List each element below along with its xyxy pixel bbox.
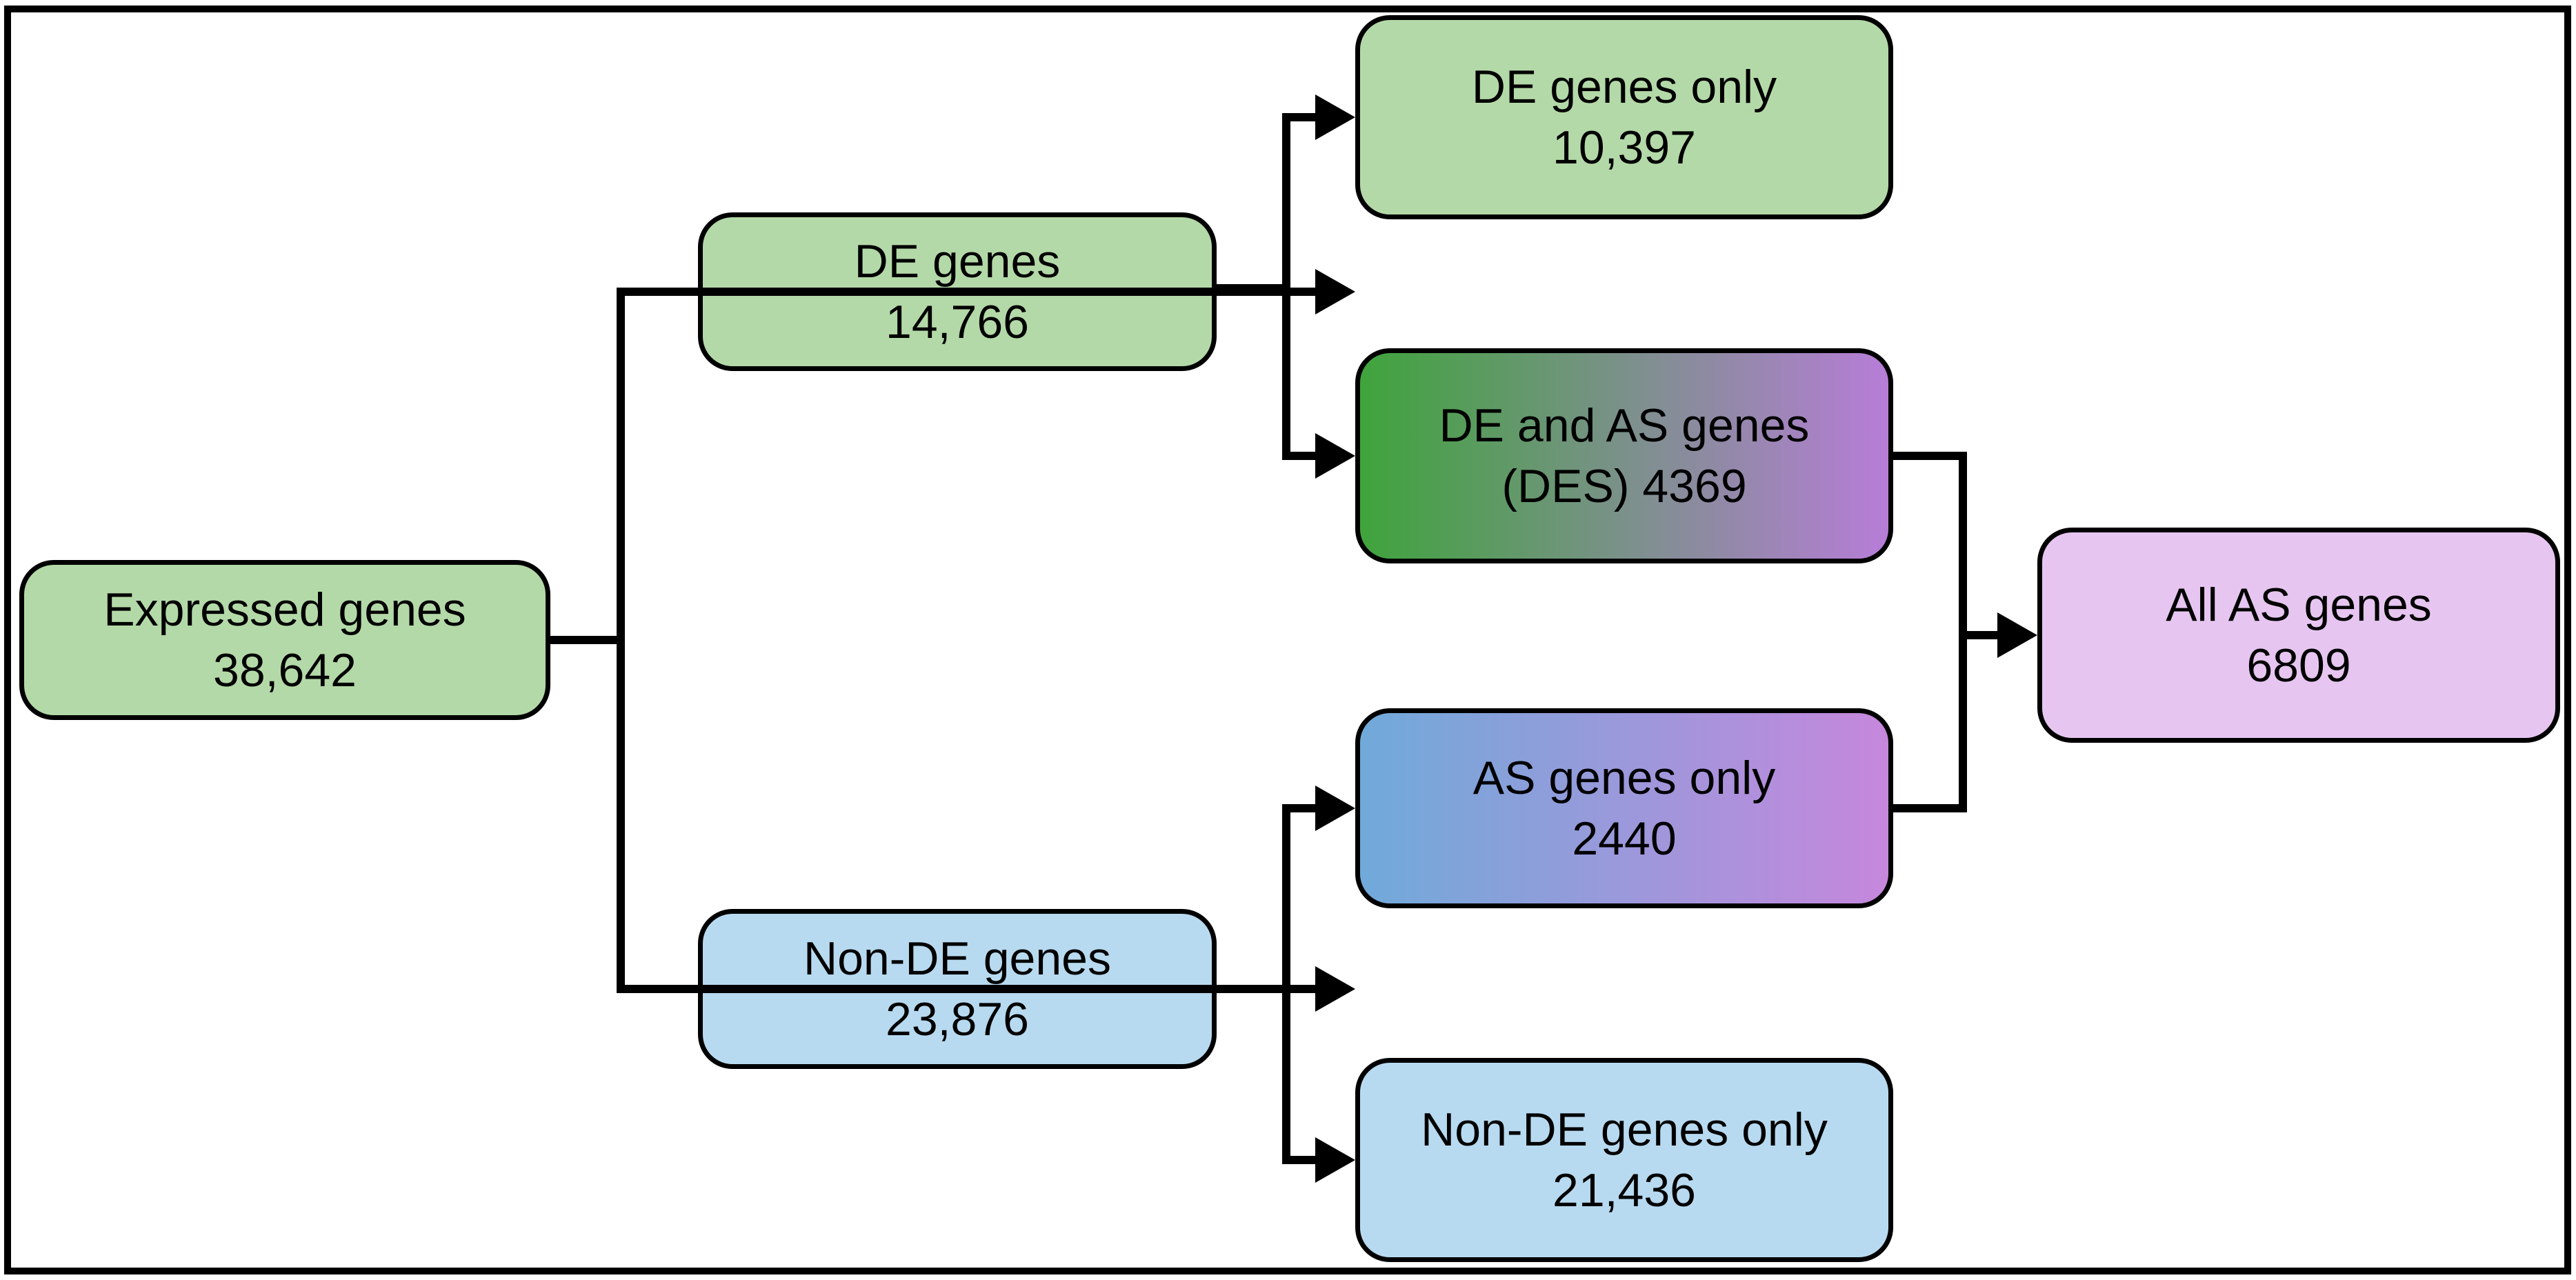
node-label: DE genes	[854, 235, 1061, 288]
edge-nonde-split-vertical	[1282, 804, 1290, 1164]
edge-nonde-to-nondeonly-line	[1282, 1156, 1317, 1164]
node-label: Expressed genes	[103, 583, 466, 636]
node-count: (DES) 4369	[1501, 460, 1747, 512]
diagram-border	[4, 6, 2571, 1274]
edge-expressed-to-nonde-line	[617, 985, 1317, 993]
node-count: 2440	[1572, 812, 1677, 865]
edge-nonde-trunk	[1217, 985, 1290, 993]
edge-nonde-to-asonly-line	[1282, 804, 1317, 812]
edge-merge-to-allas-line	[1959, 631, 1999, 639]
arrow-head-to-non-de-genes-only	[1315, 1137, 1355, 1183]
node-label: AS genes only	[1472, 752, 1776, 804]
node-count: 23,876	[886, 993, 1029, 1046]
node-de-and-as-genes: DE and AS genes (DES) 4369	[1355, 348, 1893, 563]
edge-expressed-trunk	[550, 636, 621, 644]
arrow-head-to-as-genes-only	[1315, 786, 1355, 831]
edge-asonly-to-merge-line	[1893, 804, 1967, 812]
edge-de-to-deonly-line	[1282, 113, 1317, 121]
node-expressed-genes: Expressed genes 38,642	[19, 560, 550, 720]
node-all-as-genes: All AS genes 6809	[2037, 528, 2560, 743]
node-label: DE and AS genes	[1439, 399, 1810, 452]
edge-des-to-merge-line	[1893, 452, 1967, 460]
arrow-head-to-all-as-genes	[1997, 612, 2037, 658]
edge-de-to-des-line	[1282, 452, 1317, 460]
node-de-genes-only: DE genes only 10,397	[1355, 15, 1893, 219]
edge-expressed-split-vertical	[617, 288, 625, 993]
node-count: 38,642	[213, 644, 357, 697]
arrow-head-to-de-and-as-genes	[1315, 433, 1355, 479]
node-count: 21,436	[1552, 1164, 1696, 1217]
arrow-head-to-de-genes	[1315, 269, 1355, 314]
edge-de-trunk	[1217, 284, 1290, 292]
node-label: DE genes only	[1471, 61, 1777, 113]
arrow-head-to-non-de-genes	[1315, 966, 1355, 1012]
node-label: All AS genes	[2166, 579, 2432, 631]
node-count: 10,397	[1552, 121, 1696, 174]
node-count: 6809	[2246, 639, 2351, 692]
node-as-genes-only: AS genes only 2440	[1355, 708, 1893, 908]
node-count: 14,766	[886, 296, 1029, 348]
node-label: Non-DE genes only	[1421, 1103, 1828, 1156]
node-label: Non-DE genes	[803, 932, 1112, 985]
arrow-head-to-de-genes-only	[1315, 94, 1355, 140]
node-non-de-genes-only: Non-DE genes only 21,436	[1355, 1058, 1893, 1262]
edge-de-split-vertical	[1282, 113, 1290, 460]
edge-expressed-to-de-line	[617, 288, 1317, 296]
